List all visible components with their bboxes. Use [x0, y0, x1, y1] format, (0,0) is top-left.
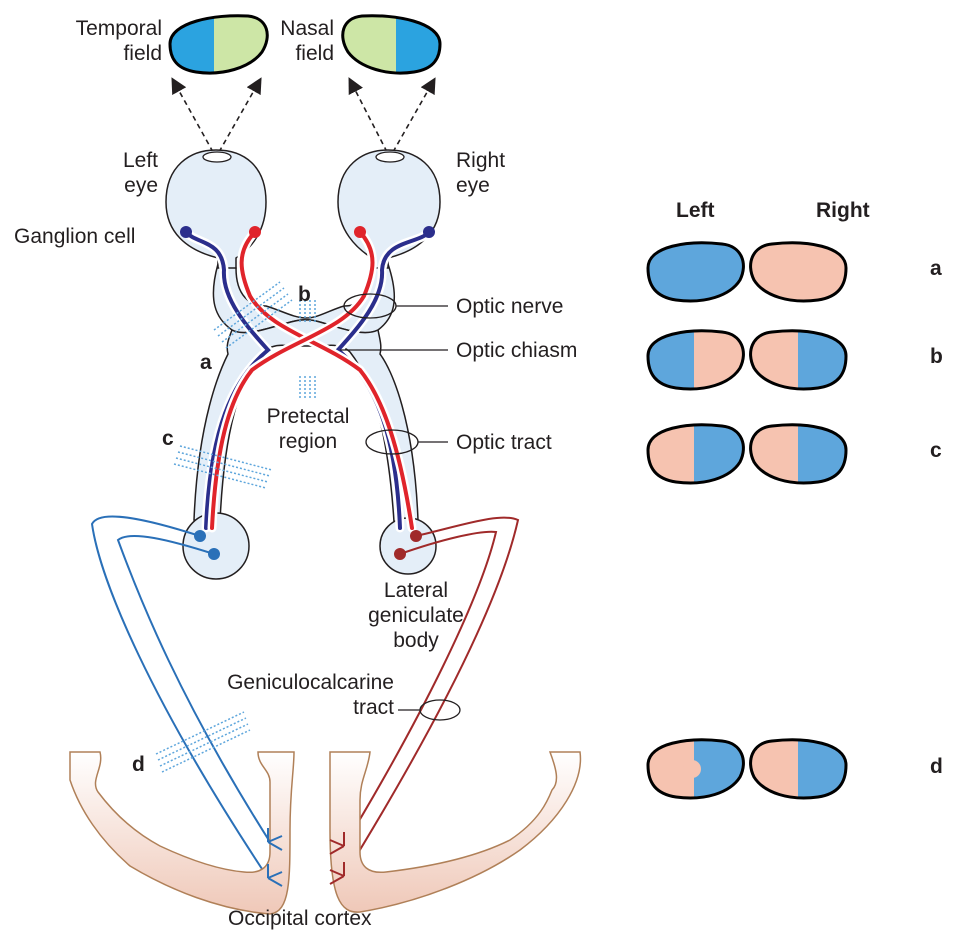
lesion-d-mark: [155, 711, 251, 773]
panel-header-left: Left: [676, 199, 715, 222]
ganglion-cell-label: Ganglion cell: [14, 225, 136, 248]
lesion-marks: [155, 281, 316, 773]
panel-row-a-label: a: [930, 257, 942, 280]
cortex-terminals: [267, 828, 345, 887]
lesion-d-label: d: [132, 753, 145, 776]
optic-chiasm-label: Optic chiasm: [456, 339, 578, 362]
field-row-b: [646, 329, 848, 391]
field-row-a: [646, 241, 848, 303]
panel-row-d-label: d: [930, 755, 943, 778]
leader-lines: [340, 293, 461, 721]
right-nasal-fiber: [210, 230, 375, 530]
temporal-field-oval: [168, 14, 269, 75]
optic-tract-label: Optic tract: [456, 431, 552, 454]
ganglion-cells: [180, 226, 435, 238]
geniculocalcarine-tracts: [90, 515, 520, 879]
occipital-cortex-label: Occipital cortex: [228, 907, 372, 930]
nerve-fibers: [181, 227, 434, 533]
field-d-left: [646, 738, 745, 800]
lesion-a-label: a: [200, 351, 212, 374]
panel-header-right: Right: [816, 199, 870, 222]
field-b-left: [646, 329, 745, 391]
nasal-field-oval: [341, 14, 442, 75]
left-nasal-fiber: [239, 230, 414, 530]
lesion-pretectal-mark: [299, 376, 316, 398]
field-d-right: [749, 738, 848, 800]
field-c-right: [749, 423, 848, 485]
geniculate-synapses: [194, 530, 422, 560]
lesion-a-mark: [213, 281, 293, 349]
lesion-c-label: c: [162, 427, 174, 450]
left-temporal-fiber: [184, 230, 271, 530]
field-row-c: [646, 423, 848, 485]
panel-row-c-label: c: [930, 439, 942, 462]
optic-nerve-label: Optic nerve: [456, 295, 564, 318]
lesion-b-mark: [299, 300, 316, 324]
field-a-left: [646, 241, 745, 303]
lesion-b-label: b: [298, 283, 311, 306]
panel-row-b-label: b: [930, 345, 943, 368]
field-row-d: [646, 738, 848, 800]
occipital-cortex-shape: [69, 751, 582, 915]
field-c-left: [646, 423, 745, 485]
field-b-right: [749, 329, 848, 391]
field-a-right: [749, 241, 848, 303]
